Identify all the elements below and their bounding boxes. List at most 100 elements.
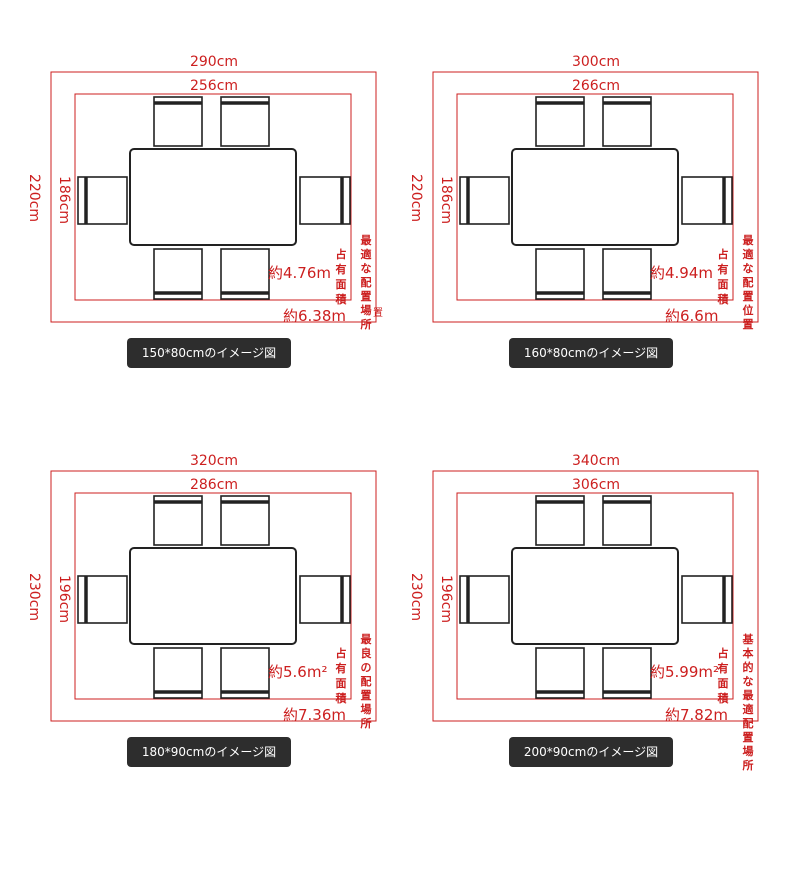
inner-height-label: 186cm	[438, 176, 454, 224]
placement-label-char: 最	[743, 234, 755, 247]
area-label-char: 面	[336, 677, 347, 690]
chair	[77, 176, 128, 225]
placement-label-char: 最	[361, 234, 373, 247]
dining-table	[511, 148, 679, 246]
chair-seat	[602, 248, 652, 300]
placement-label-char: 位	[743, 303, 754, 317]
inner-width-label: 306cm	[572, 477, 620, 493]
placement-label-char: な	[361, 262, 372, 275]
dining-table	[129, 547, 297, 645]
chair	[602, 495, 652, 546]
placement-label-char: 本	[743, 646, 754, 660]
area-label-char: 有	[336, 661, 347, 675]
chair	[153, 248, 203, 300]
placement-label-char: 配	[743, 716, 754, 730]
perimeter-value: 約7.36m	[283, 706, 346, 724]
chair	[220, 647, 270, 699]
perimeter-value: 約6.6m	[665, 307, 718, 325]
area-label-char: 積	[335, 292, 348, 306]
placement-label-char: 基	[742, 632, 755, 646]
area-label-char: 面	[718, 278, 729, 291]
chair	[220, 495, 270, 546]
chair	[535, 495, 585, 546]
chair-seat	[153, 96, 203, 147]
placement-label-char: 的	[743, 660, 754, 674]
outer-height-label: 230cm	[26, 573, 42, 621]
chair	[535, 96, 585, 147]
chair-seat	[535, 495, 585, 546]
size-caption: 150*80cmのイメージ図	[127, 338, 291, 368]
outer-clearance-outline	[50, 71, 377, 323]
inner-height-label: 186cm	[56, 176, 72, 224]
chair	[681, 176, 733, 225]
area-label-char: 面	[718, 677, 729, 690]
chair	[77, 575, 128, 624]
perimeter-value: 約7.82m	[665, 706, 728, 724]
area-label-char: 有	[718, 262, 729, 276]
chair	[153, 495, 203, 546]
placement-label-char: 所	[743, 758, 754, 772]
chair-seat	[220, 647, 270, 699]
chair	[459, 575, 510, 624]
chair	[220, 248, 270, 300]
placement-label-char: 置	[743, 731, 754, 744]
placement-label-char: 最	[361, 633, 373, 646]
chair-seat	[153, 248, 203, 300]
chair	[602, 96, 652, 147]
area-value: 約5.99m²	[650, 663, 719, 681]
chair-seat	[535, 647, 585, 699]
inner-clearance-outline	[74, 492, 352, 700]
outer-width-label: 290cm	[190, 54, 238, 70]
chair-seat	[220, 495, 270, 546]
inner-clearance-outline	[456, 492, 734, 700]
size-caption: 160*80cmのイメージ図	[509, 338, 673, 368]
placement-label-char: 場	[361, 303, 372, 317]
placement-extra: 置	[373, 307, 383, 319]
outer-width-label: 320cm	[190, 453, 238, 469]
inner-width-label: 286cm	[190, 477, 238, 493]
inner-clearance-outline	[456, 93, 734, 301]
inner-width-label: 266cm	[572, 78, 620, 94]
area-value: 約4.94m	[650, 264, 713, 282]
chair	[153, 96, 203, 147]
placement-label-char: 置	[361, 290, 372, 303]
placement-label-char: 置	[361, 689, 372, 702]
outer-width-label: 340cm	[572, 453, 620, 469]
outer-clearance-outline	[50, 470, 377, 722]
chair-seat	[602, 647, 652, 699]
inner-clearance-outline	[74, 93, 352, 301]
outer-height-label: 220cm	[408, 174, 424, 222]
outer-height-label: 230cm	[408, 573, 424, 621]
chair-seat	[535, 96, 585, 147]
chair	[535, 647, 585, 699]
area-label-char: 有	[718, 661, 729, 675]
chair	[602, 248, 652, 300]
placement-label-char: 置	[743, 290, 754, 303]
area-label-char: 占	[336, 646, 347, 660]
chair-seat	[602, 96, 652, 147]
placement-label-char: な	[743, 262, 754, 275]
area-label-char: 占	[718, 247, 729, 261]
chair	[220, 96, 270, 147]
chair-seat	[220, 248, 270, 300]
placement-label-char: 配	[361, 275, 372, 289]
chair-seat	[220, 96, 270, 147]
chair	[153, 647, 203, 699]
chair-seat	[153, 495, 203, 546]
size-caption: 200*90cmのイメージ図	[509, 737, 673, 767]
placement-label-char: の	[361, 661, 372, 674]
area-label-char: 占	[718, 646, 729, 660]
perimeter-value: 約6.38m	[283, 307, 346, 325]
dining-table	[129, 148, 297, 246]
area-label-char: 占	[336, 247, 347, 261]
placement-label-char: 良	[361, 646, 372, 660]
chair	[459, 176, 510, 225]
chair	[535, 248, 585, 300]
outer-clearance-outline	[432, 71, 759, 323]
placement-label-char: 場	[743, 744, 754, 758]
